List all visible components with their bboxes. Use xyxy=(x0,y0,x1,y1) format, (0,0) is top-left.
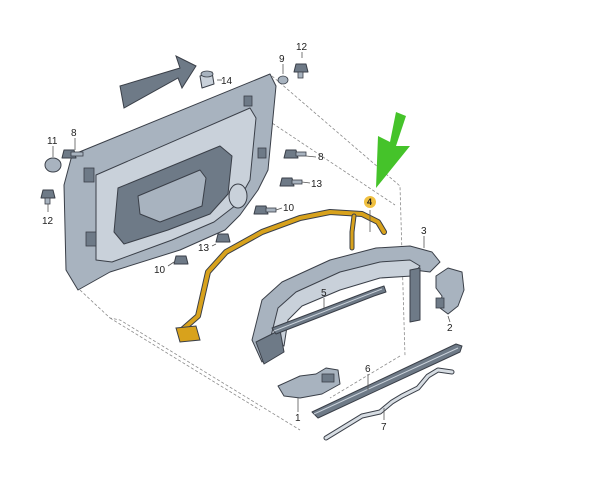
callout-9: 9 xyxy=(279,54,285,65)
part-12-bolt-left xyxy=(40,189,56,205)
part-12-bolt-top xyxy=(293,63,309,79)
callout-13-right: 13 xyxy=(311,179,323,190)
callout-14: 14 xyxy=(221,76,233,87)
callouts: 14 9 12 8 11 12 8 13 10 13 10 4 3 5 2 1 … xyxy=(42,42,453,433)
assembly-guides xyxy=(79,75,406,431)
callout-13-lower: 13 xyxy=(198,243,210,254)
direction-arrow-icon xyxy=(119,55,197,109)
door-inner-panel xyxy=(63,73,277,291)
callout-4: 4 xyxy=(367,197,372,207)
callout-7: 7 xyxy=(381,422,387,433)
part-11-cap xyxy=(44,157,62,173)
callout-1: 1 xyxy=(295,413,301,424)
part-10-bolt-lower xyxy=(173,255,189,265)
callout-12-top: 12 xyxy=(296,42,308,53)
part-9-washer xyxy=(277,75,289,85)
part-3-window-frame xyxy=(251,245,441,365)
callout-11: 11 xyxy=(47,136,58,147)
part-8-bolt-left xyxy=(61,149,84,159)
callout-4-badge xyxy=(364,196,376,208)
part-1-front-bracket xyxy=(277,367,341,399)
pointer-arrow-icon xyxy=(376,112,410,188)
part-14-clip-nut xyxy=(199,70,215,89)
part-6-outer-strip xyxy=(311,343,463,419)
callout-6: 6 xyxy=(365,364,371,375)
callout-8-left: 8 xyxy=(71,128,77,139)
callout-3: 3 xyxy=(421,226,427,237)
callout-2: 2 xyxy=(447,323,453,334)
part-5-channel-strip xyxy=(271,285,387,335)
callout-12-left: 12 xyxy=(42,216,54,227)
callout-10-right: 10 xyxy=(283,203,295,214)
part-10-bolt-right xyxy=(253,205,277,215)
part-13-bolt-lower xyxy=(215,233,231,243)
part-8-bolt-right xyxy=(283,149,307,159)
leader-lines xyxy=(47,52,451,420)
callout-5: 5 xyxy=(321,288,327,299)
part-2-rear-bracket xyxy=(435,267,465,315)
callout-10-lower: 10 xyxy=(154,265,166,276)
part-7-cable xyxy=(323,367,455,441)
callout-8-right: 8 xyxy=(318,152,324,163)
part-13-bolt-right xyxy=(279,177,303,187)
